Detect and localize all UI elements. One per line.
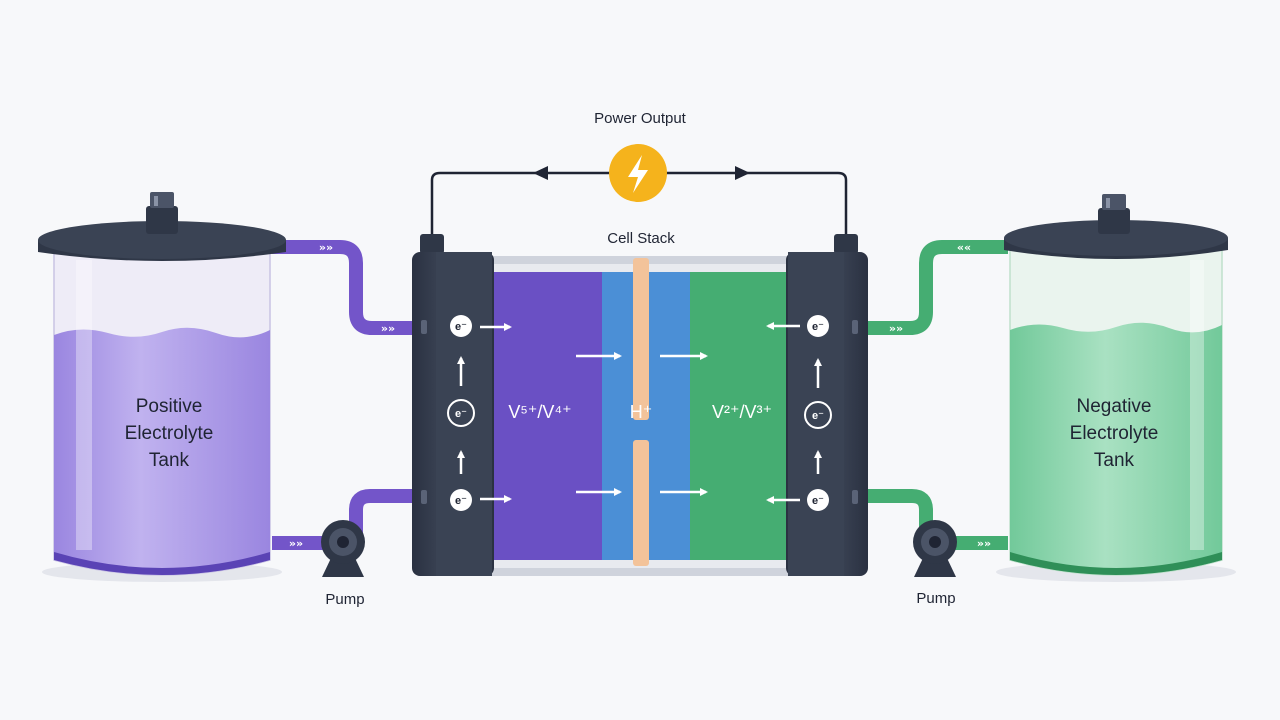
pipe-positive-top bbox=[272, 240, 415, 335]
negative-electrolyte-tank bbox=[996, 194, 1236, 582]
electron-left-bottom: e⁻ bbox=[450, 489, 472, 511]
terminal-right bbox=[834, 234, 858, 254]
electron-right-bottom: e⁻ bbox=[807, 489, 829, 511]
negative-tank-label-line3: Tank bbox=[1094, 450, 1135, 471]
terminal-left bbox=[420, 234, 444, 254]
flow-mark-negative-top: «« bbox=[957, 241, 971, 254]
negative-tank-label-line2: Electrolyte bbox=[1070, 423, 1159, 444]
svg-text:e⁻: e⁻ bbox=[455, 495, 467, 507]
positive-tank-label-line1: Positive bbox=[136, 396, 203, 417]
cell-stack bbox=[412, 252, 868, 576]
svg-text:e⁻: e⁻ bbox=[812, 321, 824, 333]
power-output-label: Power Output bbox=[594, 110, 687, 127]
flow-mark-negative-bottom: »» bbox=[977, 537, 991, 550]
negative-electrolyte-chamber bbox=[690, 272, 794, 560]
positive-electrolyte-chamber bbox=[486, 272, 606, 560]
lightning-bolt-icon bbox=[628, 155, 648, 193]
negative-ion-label: V²⁺/V³⁺ bbox=[712, 402, 772, 422]
current-arrow-left bbox=[533, 166, 548, 180]
flow-mark-negative-mid: »» bbox=[889, 322, 903, 335]
positive-electrolyte-tank bbox=[38, 192, 286, 582]
svg-text:e⁻: e⁻ bbox=[455, 321, 467, 333]
svg-text:e⁻: e⁻ bbox=[455, 408, 467, 420]
power-output-icon bbox=[609, 144, 667, 202]
positive-ion-label: V⁵⁺/V⁴⁺ bbox=[508, 402, 571, 422]
svg-text:e⁻: e⁻ bbox=[812, 410, 824, 422]
cell-stack-label: Cell Stack bbox=[607, 230, 675, 247]
current-arrow-right bbox=[735, 166, 750, 180]
electron-left-top: e⁻ bbox=[450, 315, 472, 337]
flow-mark-positive-top: »» bbox=[319, 241, 333, 254]
pump-right-label: Pump bbox=[916, 590, 955, 607]
electron-right-mid: e⁻ bbox=[804, 401, 832, 429]
pipe-negative-top bbox=[864, 240, 1008, 335]
flow-mark-positive-mid: »» bbox=[381, 322, 395, 335]
pump-right-icon bbox=[913, 520, 957, 577]
negative-tank-label-line1: Negative bbox=[1077, 396, 1152, 417]
pump-left-icon bbox=[321, 520, 365, 577]
pipe-positive-bottom bbox=[272, 489, 415, 550]
flow-mark-positive-bottom: »» bbox=[289, 537, 303, 550]
positive-tank-label-line2: Electrolyte bbox=[125, 423, 214, 444]
positive-tank-label-line3: Tank bbox=[149, 450, 190, 471]
membrane bbox=[633, 258, 649, 420]
pump-left-label: Pump bbox=[325, 591, 364, 608]
membrane-lower bbox=[633, 440, 649, 566]
membrane-ion-label: H⁺ bbox=[630, 402, 653, 422]
pipe-negative-bottom bbox=[864, 489, 1008, 550]
svg-text:e⁻: e⁻ bbox=[812, 495, 824, 507]
electron-left-mid: e⁻ bbox=[447, 399, 475, 427]
electron-right-top: e⁻ bbox=[807, 315, 829, 337]
